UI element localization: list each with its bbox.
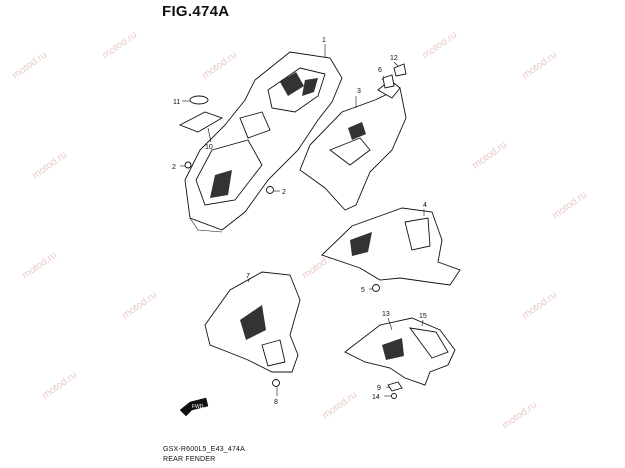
part-1-undertray — [184, 51, 343, 233]
leader-lines — [180, 44, 425, 397]
part-11-grommet — [189, 95, 209, 105]
part-8-bolt — [272, 379, 280, 387]
callout-3: 3 — [357, 88, 361, 95]
callout-8: 8 — [274, 399, 278, 406]
part-10-plate — [178, 111, 224, 133]
callout-12: 12 — [390, 55, 398, 62]
callout-6: 6 — [378, 67, 382, 74]
section-name: REAR FENDER — [163, 456, 216, 463]
callout-2a: 2 — [172, 164, 176, 171]
part-13-15-rear-hugger — [344, 317, 456, 386]
front-arrow-label: FWD — [192, 404, 204, 410]
part-12-pad — [393, 63, 407, 77]
callout-10: 10 — [205, 144, 213, 151]
part-14-screw — [391, 393, 397, 399]
callout-2b: 2 — [282, 189, 286, 196]
callout-4: 4 — [423, 202, 427, 209]
callout-7: 7 — [246, 273, 250, 280]
part-2-screw-b — [266, 186, 274, 194]
front-direction-arrow: FWD — [179, 397, 209, 417]
callout-1: 1 — [322, 37, 326, 44]
callout-13: 13 — [382, 311, 390, 318]
figure-title: FIG.474A — [162, 3, 230, 20]
part-6-pad — [382, 74, 395, 89]
part-5-bolt — [372, 284, 380, 292]
part-2-screw-a — [184, 161, 192, 169]
small-parts — [178, 63, 407, 399]
model-code: GSX-R600L5_E43_474A — [163, 446, 246, 453]
callout-15: 15 — [419, 313, 427, 320]
part-7-front-fender — [204, 271, 301, 373]
callout-14: 14 — [372, 394, 380, 401]
part-9-clip — [387, 381, 403, 392]
part-4-rear-fender — [321, 207, 461, 286]
callout-9: 9 — [377, 385, 381, 392]
callout-5: 5 — [361, 287, 365, 294]
callout-11: 11 — [173, 99, 180, 106]
